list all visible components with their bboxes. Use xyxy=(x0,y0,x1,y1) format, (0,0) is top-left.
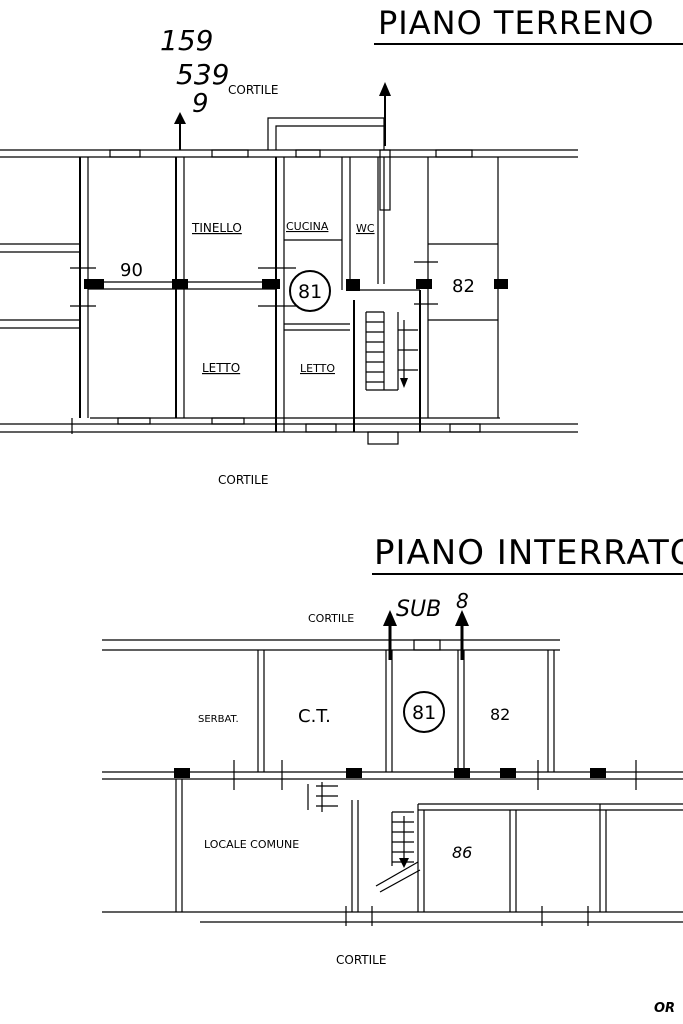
basement-title: PIANO INTERRATO xyxy=(374,533,683,573)
basement-cortile-top-label: CORTILE xyxy=(308,612,354,625)
room-label-serbat: SERBAT. xyxy=(198,714,239,725)
basement-unit-number-82: 82 xyxy=(490,705,510,724)
room-label-tinello: TINELLO xyxy=(191,221,242,235)
ground-floor-title: PIANO TERRENO xyxy=(378,4,655,42)
cortile-top-label: CORTILE xyxy=(228,83,278,97)
room-label-locale-comune: LOCALE COMUNE xyxy=(204,838,299,851)
room-label-wc: WC xyxy=(356,222,375,235)
room-label-letto-2: LETTO xyxy=(300,362,335,375)
ground-floor-plan: PIANO TERRENO 159 539 9 CORTILE xyxy=(0,4,683,487)
basement-unit-circle-81 xyxy=(403,691,445,733)
unit-number-81: 81 xyxy=(298,281,322,303)
room-label-ct: C.T. xyxy=(298,706,331,727)
unit-number-82: 82 xyxy=(452,276,475,297)
cortile-bottom-label: CORTILE xyxy=(218,473,268,487)
sub-number: 8 xyxy=(456,589,469,613)
corner-mark: OR xyxy=(654,1001,675,1016)
stair-treads-basement xyxy=(307,782,421,893)
annotation-line-3: 9 xyxy=(192,89,209,119)
basement-unit-number-81: 81 xyxy=(412,702,436,724)
basement-unit-number-86: 86 xyxy=(452,843,472,862)
room-label-letto-1: LETTO xyxy=(202,361,240,375)
stair-treads-ground xyxy=(365,311,418,391)
entry-arrowhead-left xyxy=(174,112,186,124)
annotation-line-2: 539 xyxy=(176,58,229,91)
sub-label: SUB xyxy=(396,597,441,622)
basement-plan: PIANO INTERRATO CORTILE SUB 8 xyxy=(102,533,683,1016)
room-label-cucina: CUCINA xyxy=(286,220,329,233)
annotation-line-1: 159 xyxy=(160,24,213,57)
unit-number-90: 90 xyxy=(120,260,143,281)
entry-arrowhead-right xyxy=(379,82,391,96)
basement-cortile-bottom-label: CORTILE xyxy=(336,953,386,967)
unit-circle-81 xyxy=(289,270,331,312)
